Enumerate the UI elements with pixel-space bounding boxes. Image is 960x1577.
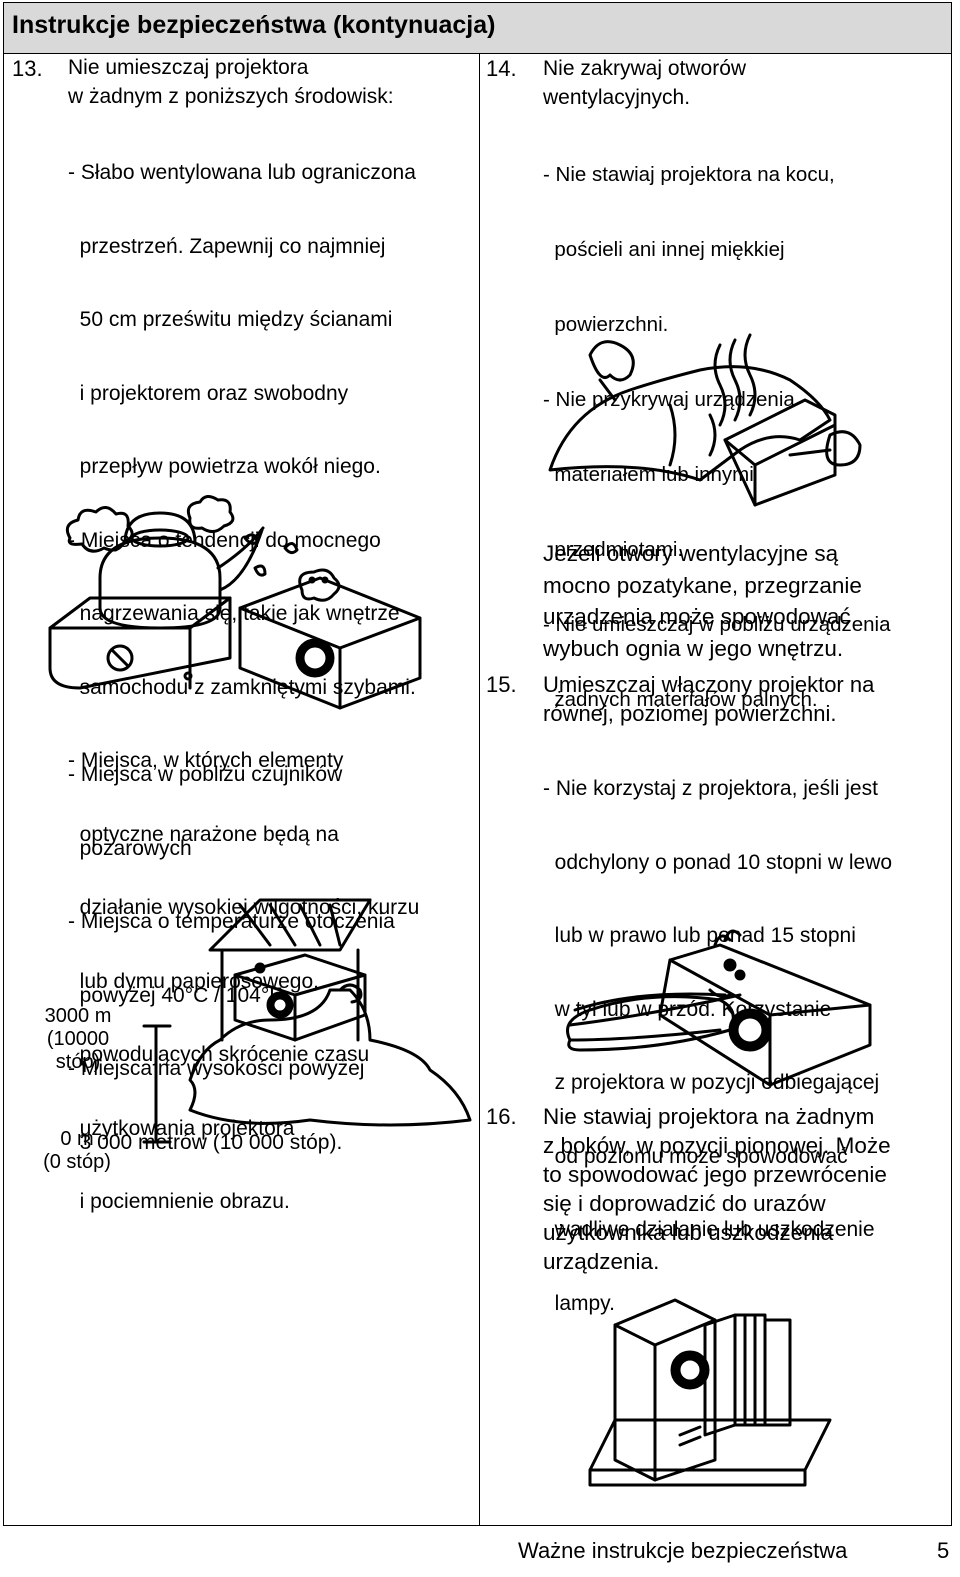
- text-line: Jeżeli otwory wentylacyjne są: [543, 541, 839, 566]
- text-line: 3 000 metrów (10 000 stóp).: [68, 1130, 343, 1154]
- text-line: pościeli ani innej miękkiej: [543, 238, 785, 261]
- item-14-number: 14.: [486, 56, 517, 81]
- text-line: użytkownika lub uszkodzenia: [543, 1220, 834, 1245]
- vertical-projector-illustration: [588, 1298, 832, 1487]
- text-line: 3000 m: [44, 1005, 112, 1027]
- text-line: - Słabo wentylowana lub ograniczona: [68, 161, 416, 184]
- text-line: odchylony o ponad 10 stopni w lewo: [543, 850, 893, 874]
- column-divider: [479, 53, 480, 1525]
- text-line: mocno pozatykane, przegrzanie: [543, 572, 862, 598]
- page-title: Instrukcje bezpieczeństwa (kontynuacja): [12, 11, 496, 39]
- footer-section-title: Ważne instrukcje bezpieczeństwa: [518, 1538, 848, 1563]
- text-line: stóp): [55, 1051, 101, 1073]
- text-line: - Nie stawiaj projektora na kocu,: [543, 163, 835, 186]
- page-number: 5: [937, 1538, 950, 1563]
- text-line: optyczne narażone będą na: [68, 822, 339, 846]
- text-line: - Miejsca, w których elementy: [68, 749, 344, 772]
- text-line: - Miejsca o tendencji do mocnego: [68, 528, 381, 552]
- text-line: to spowodować jego przewrócenie: [543, 1162, 887, 1187]
- item-15-number: 15.: [486, 672, 517, 697]
- text-line: się i doprowadzić do urazów: [543, 1191, 826, 1216]
- text-line: lampy.: [543, 1291, 615, 1315]
- item-13-number: 13.: [12, 56, 43, 81]
- altitude-bottom-label: 0 m (0 stóp): [32, 1128, 122, 1174]
- text-line: - Nie umieszczaj w pobliżu urządzenia: [543, 613, 891, 636]
- item-16-number: 16.: [486, 1104, 517, 1129]
- item-13-bullets-a: - Słabo wentylowana lub ograniczona prze…: [68, 112, 419, 1239]
- text-line: równej, poziomej powierzchni.: [543, 701, 837, 726]
- header-bar: Instrukcje bezpieczeństwa (kontynuacja): [4, 3, 951, 54]
- page-frame: Instrukcje bezpieczeństwa (kontynuacja): [3, 2, 952, 1526]
- text-line: wentylacyjnych.: [543, 86, 691, 109]
- text-line: 50 cm prześwitu między ścianami: [68, 308, 393, 331]
- text-line: lub w prawo lub ponad 15 stopni: [543, 924, 856, 947]
- text-line: (0 stóp): [43, 1151, 111, 1173]
- item-14-intro: Nie zakrywaj otworów wentylacyjnych.: [543, 54, 746, 112]
- item-14-bullets: - Nie stawiaj projektora na kocu, poście…: [543, 112, 891, 737]
- text-line: w żadnym z poniższych środowisk:: [68, 85, 394, 108]
- text-line: - Miejsca w pobliżu czujników: [68, 763, 343, 786]
- text-line: Nie stawiaj projektora na żadnym: [543, 1104, 875, 1129]
- text-line: z boków, w pozycji pionowej. Może: [543, 1133, 891, 1158]
- text-line: pożarowych: [68, 836, 192, 860]
- text-line: powodujących skrócenie czasu: [68, 1043, 370, 1066]
- altitude-top-label: 3000 m (10000 stóp): [38, 1005, 118, 1074]
- item-15-bullets: - Nie korzystaj z projektora, jeśli jest…: [543, 728, 892, 1341]
- covered-projector-illustration: [548, 333, 862, 507]
- text-line: 0 m: [60, 1128, 94, 1150]
- text-line: - Miejsca na wysokości powyżej: [68, 1057, 365, 1080]
- text-line: i pociemnienie obrazu.: [68, 1190, 290, 1213]
- text-line: przestrzeń. Zapewnij co najmniej: [68, 234, 386, 258]
- text-line: Nie umieszczaj projektora: [68, 56, 309, 79]
- text-line: żadnych materiałów palnych.: [543, 688, 818, 711]
- item-13-intro: Nie umieszczaj projektora w żadnym z pon…: [68, 53, 394, 111]
- text-line: wadliwe działanie lub uszkodzenie: [543, 1218, 875, 1241]
- text-line: wybuch ognia w jego wnętrzu.: [543, 635, 844, 661]
- item-13-bullets-b: - Miejsca w pobliżu czujników pożarowych…: [68, 714, 395, 1180]
- tilted-projector-illustration: [566, 929, 872, 1087]
- text-line: urządzenia.: [543, 1249, 660, 1274]
- item-15-intro: Umieszczaj włączony projektor na równej,…: [543, 670, 874, 728]
- text-line: i projektorem oraz swobodny: [68, 381, 349, 405]
- text-line: działanie wysokiej wilgotności, kurzu: [68, 896, 420, 919]
- text-line: od poziomu może spowodować: [543, 1144, 848, 1168]
- text-line: powierzchni.: [543, 313, 669, 336]
- text-line: przedmiotami.: [543, 538, 684, 561]
- mountain-altitude-illustration: [142, 898, 472, 1144]
- text-line: Umieszczaj włączony projektor na: [543, 672, 875, 697]
- text-line: Nie zakrywaj otworów: [543, 57, 747, 80]
- stove-kettle-illustration: [48, 495, 422, 710]
- text-line: urządzenia może spowodować: [543, 604, 851, 629]
- text-line: z projektora w pozycji odbiegającej: [543, 1071, 880, 1094]
- item-16-text: Nie stawiaj projektora na żadnym z boków…: [543, 1102, 891, 1276]
- text-line: - Nie korzystaj z projektora, jeśli jest: [543, 777, 878, 800]
- text-line: przepływ powietrza wokół niego.: [68, 455, 381, 478]
- item-14-warning: Jeżeli otwory wentylacyjne są mocno poza…: [543, 538, 862, 664]
- text-line: (10000: [46, 1028, 110, 1050]
- text-line: lub dymu papierosowego,: [68, 969, 319, 993]
